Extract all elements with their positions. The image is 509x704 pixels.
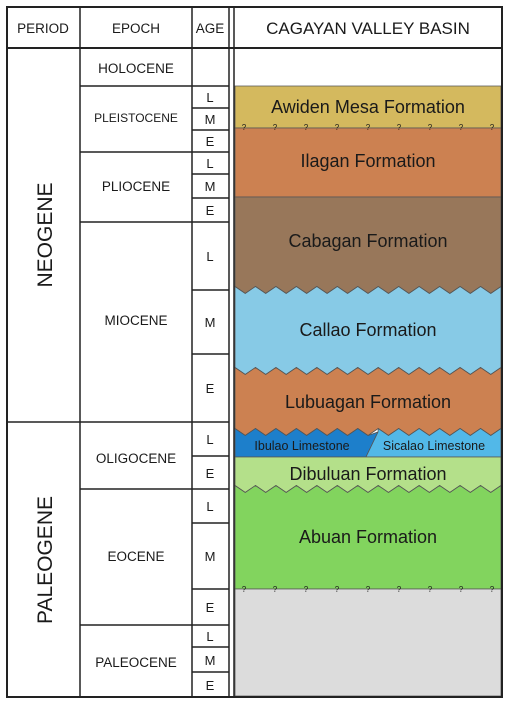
uncertain-mark: ? [397, 585, 402, 594]
age-pliocene-m: M [205, 179, 216, 194]
formation-callao-label: Callao Formation [299, 320, 436, 340]
age-pliocene-e: E [206, 203, 215, 218]
uncertain-mark: ? [366, 585, 371, 594]
age-pleistocene-e: E [206, 134, 215, 149]
formation-fills [234, 85, 502, 697]
period-paleogene: PALEOGENE [34, 496, 57, 624]
formation-lubuagan-label: Lubuagan Formation [285, 392, 451, 412]
age-paleocene-e: E [206, 678, 215, 693]
uncertain-mark: ? [335, 123, 340, 132]
epoch-pliocene: PLIOCENE [102, 179, 170, 194]
age-pleistocene-m: M [205, 112, 216, 127]
formation-abuan [234, 484, 502, 590]
age-pleistocene-l: L [206, 90, 213, 105]
epoch-holocene: HOLOCENE [98, 61, 174, 76]
age-oligocene-e: E [206, 466, 215, 481]
header-epoch: EPOCH [112, 21, 160, 36]
uncertain-mark: ? [304, 123, 309, 132]
age-oligocene-l: L [206, 432, 213, 447]
epoch-miocene: MIOCENE [104, 313, 167, 328]
uncertain-contact-marks: ?????????????????? [242, 123, 495, 594]
uncertain-mark: ? [490, 585, 495, 594]
header-period: PERIOD [17, 21, 69, 36]
age-miocene-m: M [205, 315, 216, 330]
age-paleocene-m: M [205, 653, 216, 668]
uncertain-mark: ? [397, 123, 402, 132]
uncertain-mark: ? [459, 123, 464, 132]
age-miocene-l: L [206, 249, 213, 264]
age-pliocene-l: L [206, 156, 213, 171]
epoch-oligocene: OLIGOCENE [96, 451, 176, 466]
header-basin: CAGAYAN VALLEY BASIN [266, 19, 470, 38]
epoch-paleocene: PALEOCENE [95, 655, 177, 670]
uncertain-mark: ? [335, 585, 340, 594]
formation-cabagan-label: Cabagan Formation [288, 231, 447, 251]
uncertain-mark: ? [273, 585, 278, 594]
age-eocene-l: L [206, 499, 213, 514]
uncertain-mark: ? [242, 123, 247, 132]
uncertain-mark: ? [304, 585, 309, 594]
uncertain-mark: ? [273, 123, 278, 132]
uncertain-mark: ? [366, 123, 371, 132]
age-miocene-e: E [206, 381, 215, 396]
epoch-eocene: EOCENE [107, 549, 164, 564]
grid-lines [6, 6, 503, 698]
epoch-pleistocene: PLEISTOCENE [94, 111, 178, 125]
basement-unknown [234, 588, 502, 697]
uncertain-mark: ? [428, 123, 433, 132]
header-age: AGE [196, 21, 225, 36]
formation-ibulao-label: Ibulao Limestone [254, 439, 349, 453]
uncertain-mark: ? [242, 585, 247, 594]
age-eocene-m: M [205, 549, 216, 564]
age-eocene-e: E [206, 600, 215, 615]
age-paleocene-l: L [206, 629, 213, 644]
formation-abuan-label: Abuan Formation [299, 527, 437, 547]
uncertain-mark: ? [459, 585, 464, 594]
formation-ilagan-label: Ilagan Formation [300, 151, 435, 171]
uncertain-mark: ? [490, 123, 495, 132]
formation-dibuluan-label: Dibuluan Formation [289, 464, 446, 484]
period-neogene: NEOGENE [34, 182, 57, 287]
formation-awiden-mesa-label: Awiden Mesa Formation [271, 97, 465, 117]
uncertain-mark: ? [428, 585, 433, 594]
formation-sicalao-label: Sicalao Limestone [383, 439, 485, 453]
